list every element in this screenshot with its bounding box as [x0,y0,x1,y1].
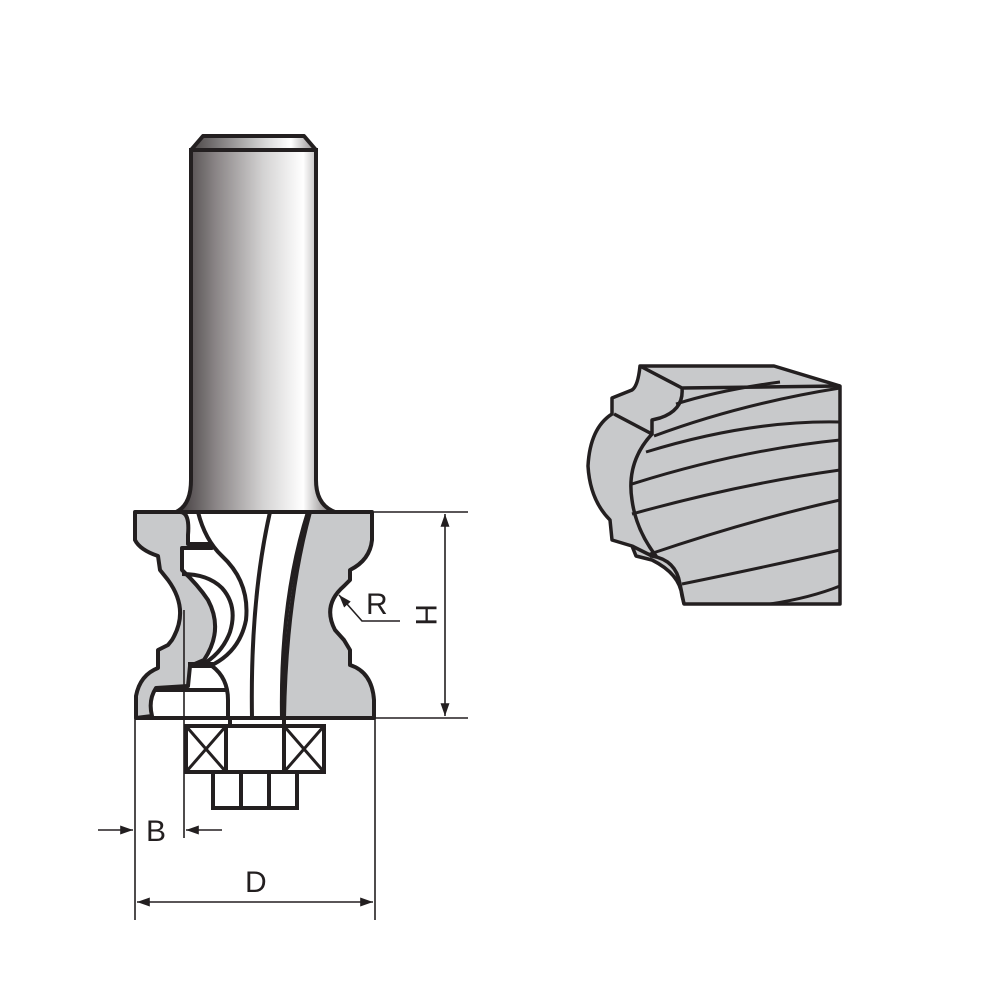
cutter-flute-inner [181,572,235,668]
bearing [184,716,326,810]
label-d: D [245,866,267,899]
profile-top-face [613,364,841,436]
shank-body [175,148,336,514]
label-h: H [409,604,442,626]
profile-spiral-lines [631,380,841,606]
cutter-flute-left [188,511,249,666]
label-b: B [146,815,166,848]
cutter-spiral-1 [249,511,272,719]
cutter-spiral-2 [282,511,312,719]
cutter-right-profile [279,510,376,720]
cutter-lower-block [156,664,230,716]
profile-sample [586,364,842,606]
r-leader-line [338,594,400,622]
dimensions [98,511,468,920]
bearing-washer [228,716,286,728]
cutter-left-profile [133,510,218,720]
profile-bottom-bead [631,544,686,605]
profile-outline [586,364,842,606]
shank-chamfer [189,134,318,152]
bearing-screw [211,770,299,810]
shank [175,134,336,514]
label-r: R [366,588,388,621]
bearing-center [224,724,286,774]
profile-cove-edge [629,432,658,558]
cutter-body [133,510,376,720]
